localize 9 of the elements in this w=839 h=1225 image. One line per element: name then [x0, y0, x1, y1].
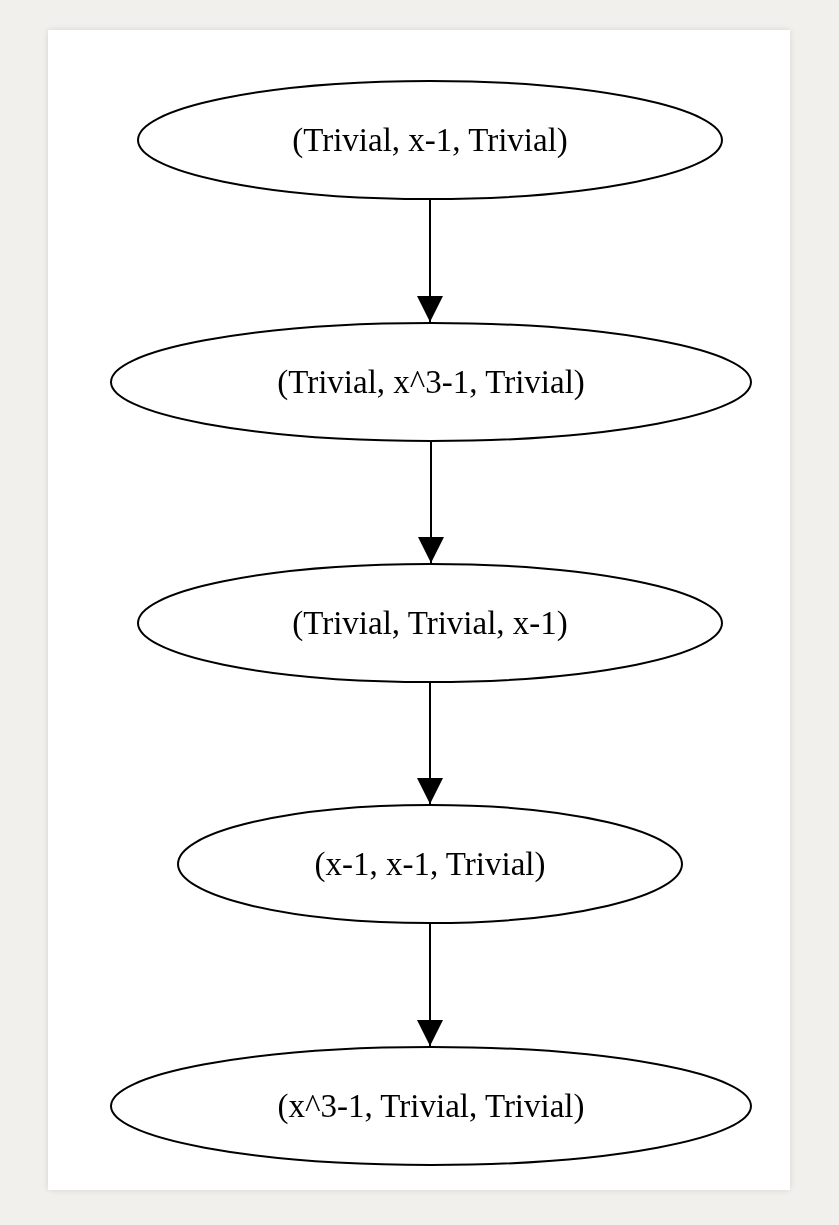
node-label: (x^3-1, Trivial, Trivial)	[277, 1087, 585, 1125]
node-label: (Trivial, x-1, Trivial)	[292, 121, 568, 159]
node-label: (x-1, x-1, Trivial)	[314, 845, 546, 883]
node-label: (Trivial, x^3-1, Trivial)	[277, 363, 585, 401]
arrow	[417, 682, 443, 805]
arrow	[417, 199, 443, 323]
arrow	[418, 441, 444, 564]
node-label: (Trivial, Trivial, x-1)	[292, 604, 568, 642]
arrow	[417, 923, 443, 1047]
